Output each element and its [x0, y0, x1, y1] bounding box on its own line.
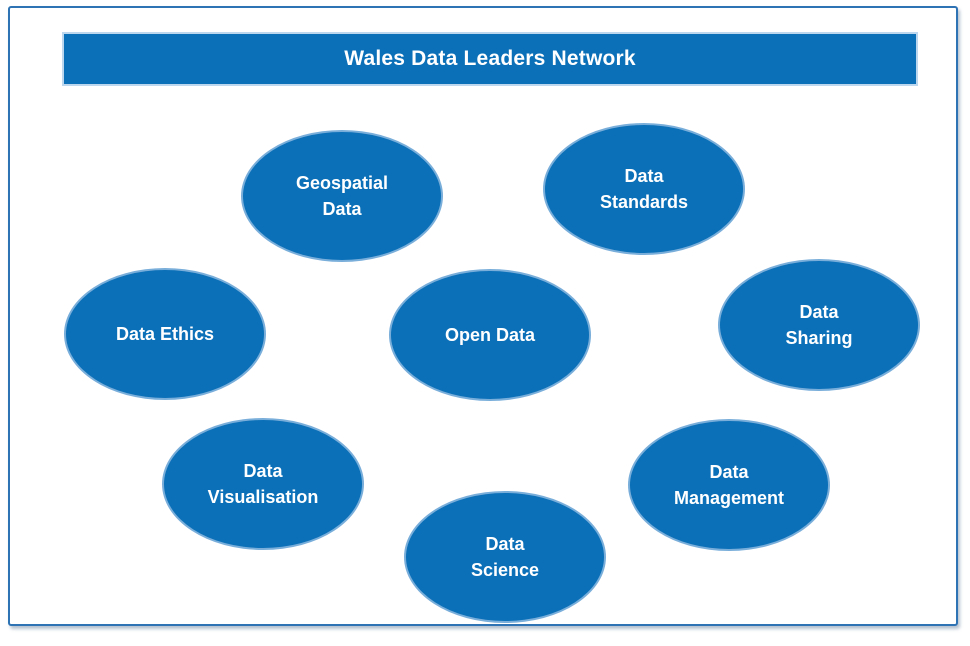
topic-ellipse-geospatial-data: Geospatial Data: [241, 130, 443, 262]
topic-label-data-ethics: Data Ethics: [115, 324, 215, 344]
topic-ellipse-open-data: Open Data: [389, 269, 591, 401]
topic-label-data-visualisation: Data Visualisation: [207, 461, 319, 507]
topic-ellipse-data-management: Data Management: [628, 419, 830, 551]
topic-label-geospatial-data: Geospatial Data: [295, 173, 389, 219]
topic-label-data-standards: Data Standards: [599, 166, 689, 212]
topic-label-data-sharing: Data Sharing: [785, 302, 853, 348]
topic-ellipse-data-sharing: Data Sharing: [718, 259, 920, 391]
page-title: Wales Data Leaders Network: [344, 47, 636, 70]
topic-label-open-data: Open Data: [444, 325, 536, 345]
topic-ellipse-data-ethics: Data Ethics: [64, 268, 266, 400]
diagram-frame: Wales Data Leaders Network Geospatial Da…: [8, 6, 958, 626]
topic-label-data-science: Data Science: [470, 534, 540, 580]
topic-ellipse-data-visualisation: Data Visualisation: [162, 418, 364, 550]
topic-label-data-management: Data Management: [673, 462, 785, 508]
topic-ellipse-data-science: Data Science: [404, 491, 606, 623]
topic-ellipse-data-standards: Data Standards: [543, 123, 745, 255]
diagram-title-bar: Wales Data Leaders Network: [62, 32, 918, 86]
